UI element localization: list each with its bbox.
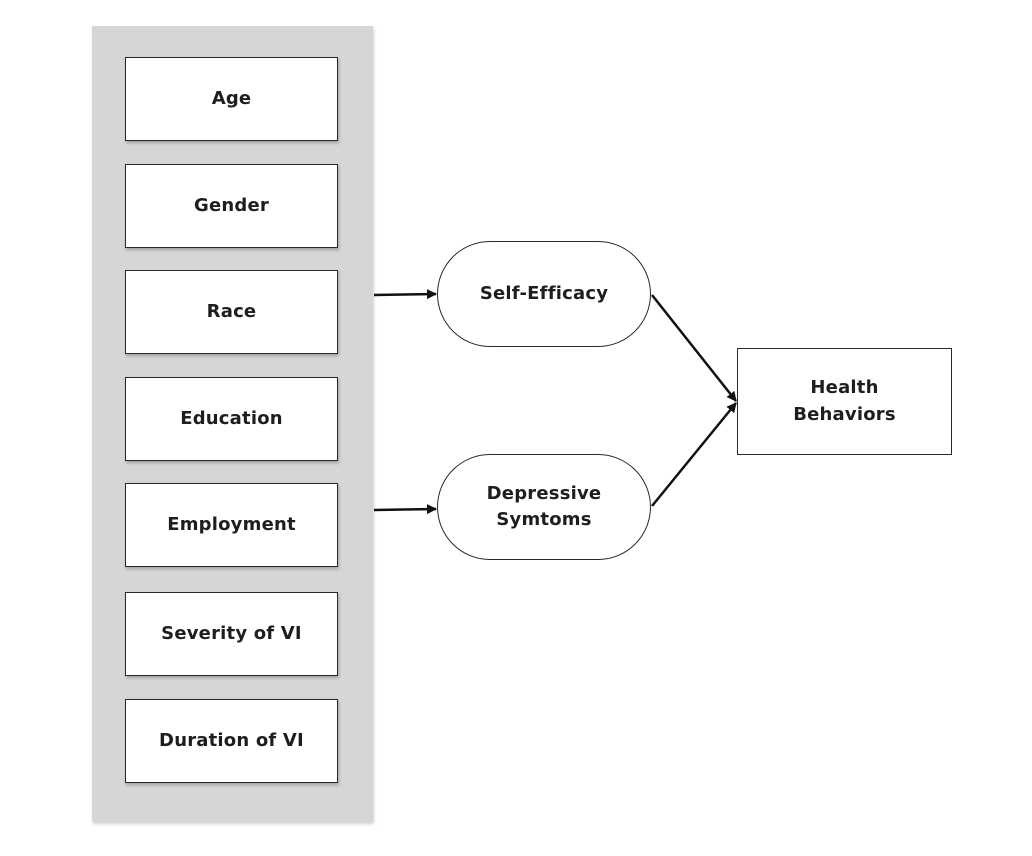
node-race-label: Race [206,300,257,322]
node-self-efficacy-label: Self-Efficacy [479,282,609,304]
node-education: Education [125,377,338,461]
node-severity-of-vi: Severity of VI [125,592,338,676]
node-gender: Gender [125,164,338,248]
node-employment: Employment [125,483,338,567]
node-gender-label: Gender [194,194,269,216]
node-depressive-symptoms: Depressive Symtoms [437,454,651,560]
arrow-self-efficacy-to-health-behaviors [651,294,737,402]
node-race: Race [125,270,338,354]
node-health-behaviors: Health Behaviors [737,348,952,455]
node-depressive-symptoms-label: Depressive Symtoms [486,482,602,530]
node-duration-of-vi-label: Duration of VI [159,729,304,751]
arrow-covariates-to-self-efficacy [373,289,437,300]
node-duration-of-vi: Duration of VI [125,699,338,783]
node-employment-label: Employment [167,513,296,535]
arrow-covariates-to-depressive-symptoms [373,504,437,515]
arrow-depressive-symptoms-to-health-behaviors [651,402,737,507]
node-health-behaviors-label: Health Behaviors [793,377,896,425]
node-age-label: Age [211,87,252,109]
node-self-efficacy: Self-Efficacy [437,241,651,347]
node-severity-of-vi-label: Severity of VI [161,622,302,644]
node-education-label: Education [180,407,283,429]
node-age: Age [125,57,338,141]
